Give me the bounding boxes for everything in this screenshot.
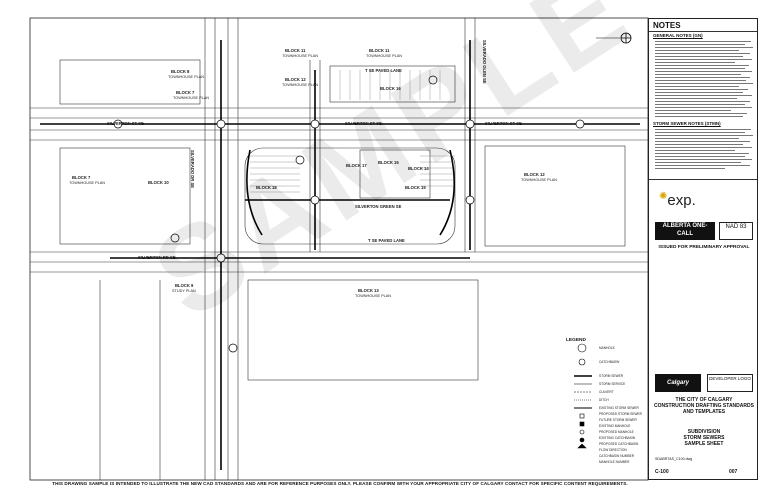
street-label: SILVERTON ST SE [107, 121, 144, 126]
legend-item: PROPOSED MANHOLE [599, 430, 634, 434]
block-sublabel: TOWNHOUSE PLAN [355, 294, 392, 298]
notes-title: NOTES [653, 21, 681, 30]
street-label: T SE PAVED LANE [365, 68, 402, 73]
block-label: BLOCK 15 [378, 160, 399, 165]
street-label: SILVERTON GREEN SE [355, 204, 402, 209]
consultant-logo: ✺exp. [659, 191, 696, 209]
legend-item: STORM SERVICE [599, 382, 626, 386]
sheet-title: SUBDIVISION STORM SEWERS SAMPLE SHEET [683, 429, 725, 447]
block-label: BLOCK 9 [175, 283, 194, 288]
street-label: SILVERADO GLEN SE [482, 40, 487, 84]
general-notes-heading: GENERAL NOTES (GN) [653, 33, 703, 38]
block-label: BLOCK 19 [405, 185, 426, 190]
block-sublabel: TOWNHOUSE PLAN [69, 181, 106, 185]
storm-notes-heading: STORM SEWER NOTES (STMN) [653, 121, 721, 126]
block-label: BLOCK 7 [72, 175, 91, 180]
legend-title: LEGEND [566, 338, 586, 343]
street-label: T SE PAVED LANE [368, 238, 405, 243]
alberta-one-call-logo: ALBERTA ONE-CALL [655, 222, 715, 240]
issued-status: ISSUED FOR PRELIMINARY APPROVAL [658, 245, 750, 250]
disclaimer-footer: THIS DRAWING SAMPLE IS INTENDED TO ILLUS… [52, 481, 628, 486]
block-label: BLOCK 10 [148, 180, 169, 185]
legend-item: PROPOSED CATCHBASIN [599, 442, 639, 446]
drawing-number: C-100 [655, 469, 669, 475]
street-label: SILVERTON ST SE [485, 121, 522, 126]
block-label: BLOCK 16 [380, 86, 401, 91]
legend-item: CATCHBASIN NUMBER [599, 454, 635, 458]
block-sublabel: TOWNHOUSE PLAN [173, 96, 210, 100]
block-sublabel: TOWNHOUSE PLAN [366, 54, 403, 58]
legend-item: PROPOSED STORM SEWER [599, 412, 642, 416]
legend-item: FUTURE STORM SEWER [599, 418, 637, 422]
developer-logo-box: DEVELOPER LOGO [707, 374, 753, 392]
block-label: BLOCK 14 [408, 166, 429, 171]
block-label: BLOCK 11 [285, 48, 306, 53]
legend-item: FLOW DIRECTION [599, 448, 627, 452]
street-label: SILVERADO DR SE [190, 150, 195, 189]
legend-item: EXISTING MANHOLE [599, 424, 631, 428]
city-standards-title: THE CITY OF CALGARY CONSTRUCTION DRAFTIN… [654, 397, 754, 415]
north-arrow-icon [596, 32, 632, 44]
file-name: SDABRTAS_C100.dwg [655, 457, 693, 461]
legend-item: MANHOLE NUMBER [599, 460, 630, 464]
street-label: SILVERTON RD SE [138, 255, 176, 260]
legend-item: STORM SEWER [599, 374, 624, 378]
block-label: BLOCK 8 [171, 69, 190, 74]
legend-item: MANHOLE [599, 346, 615, 350]
block-label: BLOCK 17 [346, 163, 367, 168]
block-label: BLOCK 7 [176, 90, 195, 95]
block-label: BLOCK 11 [369, 48, 390, 53]
title-block: NOTES GENERAL NOTES (GN) STORM SEWER NOT… [648, 18, 758, 480]
revision-number: 007 [729, 469, 738, 475]
block-sublabel: STUDY PLAN [172, 289, 196, 293]
street-label: SILVERTON ST SE [345, 121, 382, 126]
block-sublabel: TOWNHOUSE PLAN [282, 83, 319, 87]
legend-item: EXISTING STORM SEWER [599, 406, 639, 410]
block-sublabel: TOWNHOUSE PLAN [521, 178, 558, 182]
block-label: BLOCK 12 [285, 77, 306, 82]
legend-item: DITCH [599, 398, 609, 402]
legend-item: EXISTING CATCHBASIN [599, 436, 636, 440]
block-sublabel: TOWNHOUSE PLAN [282, 54, 319, 58]
legend-item: CULVERT [599, 390, 614, 394]
calgary-logo: Calgary [655, 374, 701, 392]
block-sublabel: TOWNHOUSE PLAN [168, 75, 205, 79]
nad-datum-box: NAD 83 [719, 222, 753, 240]
block-label: BLOCK 18 [256, 185, 277, 190]
block-label: BLOCK 13 [358, 288, 379, 293]
block-label: BLOCK 12 [524, 172, 545, 177]
logo-dot-icon: ✺ [659, 191, 668, 202]
legend-item: CATCHBASIN [599, 360, 620, 364]
